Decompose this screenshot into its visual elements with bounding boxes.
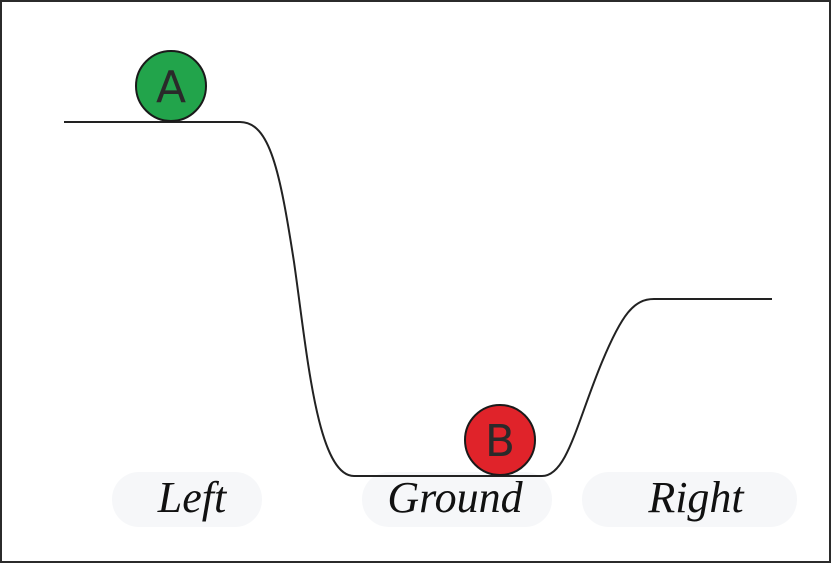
left-label-background <box>112 472 262 527</box>
ground-label: Ground <box>387 473 523 522</box>
ball-a-label: A <box>156 62 186 113</box>
ball-b: B <box>464 404 536 476</box>
ball-b-label: B <box>485 416 515 467</box>
left-label: Left <box>157 473 228 522</box>
ball-a: A <box>135 50 207 122</box>
ball-b-circle <box>464 404 536 476</box>
ball-a-circle <box>135 50 207 122</box>
ground-label-background <box>362 472 552 527</box>
right-label: Right <box>647 473 745 522</box>
track-curve <box>64 121 772 477</box>
right-label-background <box>582 472 797 527</box>
